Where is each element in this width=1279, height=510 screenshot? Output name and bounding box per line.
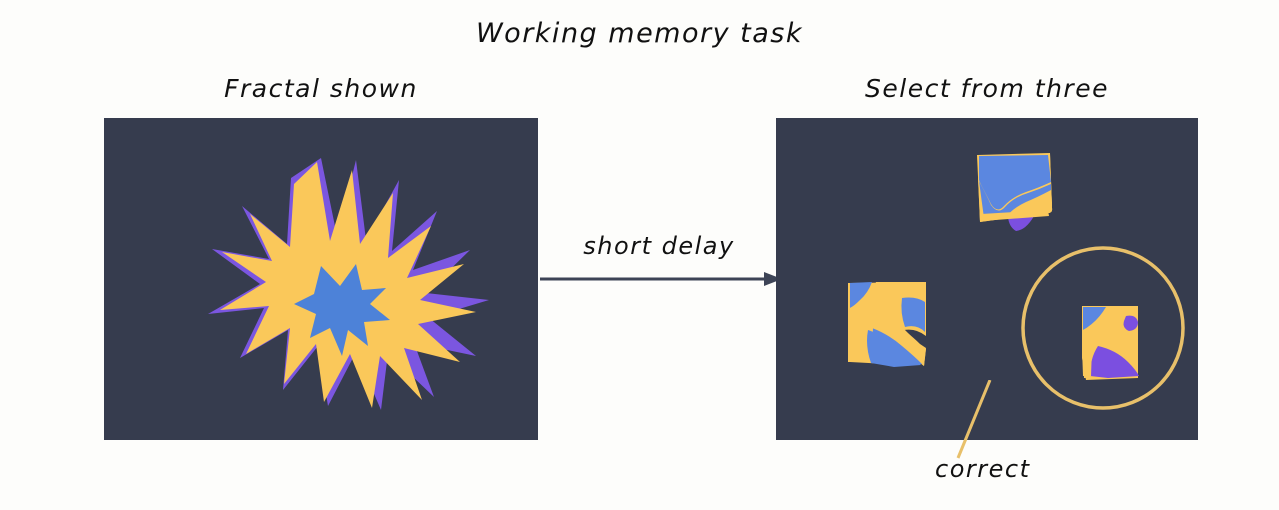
- option-left[interactable]: [848, 282, 926, 367]
- page-title: Working memory task: [475, 18, 804, 49]
- correct-highlight-circle: [1021, 246, 1185, 410]
- correct-annotation-label: correct: [935, 455, 1031, 483]
- stimulus-panel: [104, 118, 538, 440]
- choice-options-group: [848, 153, 1185, 410]
- option-bottom-right[interactable]: [1082, 306, 1139, 380]
- option-top[interactable]: [977, 153, 1053, 231]
- right-panel-caption: Select from three: [865, 74, 1109, 103]
- correct-leader-line: [956, 380, 992, 459]
- fractal-stimulus-icon: [208, 158, 489, 410]
- delay-label: short delay: [583, 232, 735, 260]
- fractal-core-layer: [294, 264, 390, 356]
- left-panel-caption: Fractal shown: [224, 74, 418, 103]
- choice-panel: [776, 118, 1198, 440]
- right-arrow-icon: [540, 272, 782, 286]
